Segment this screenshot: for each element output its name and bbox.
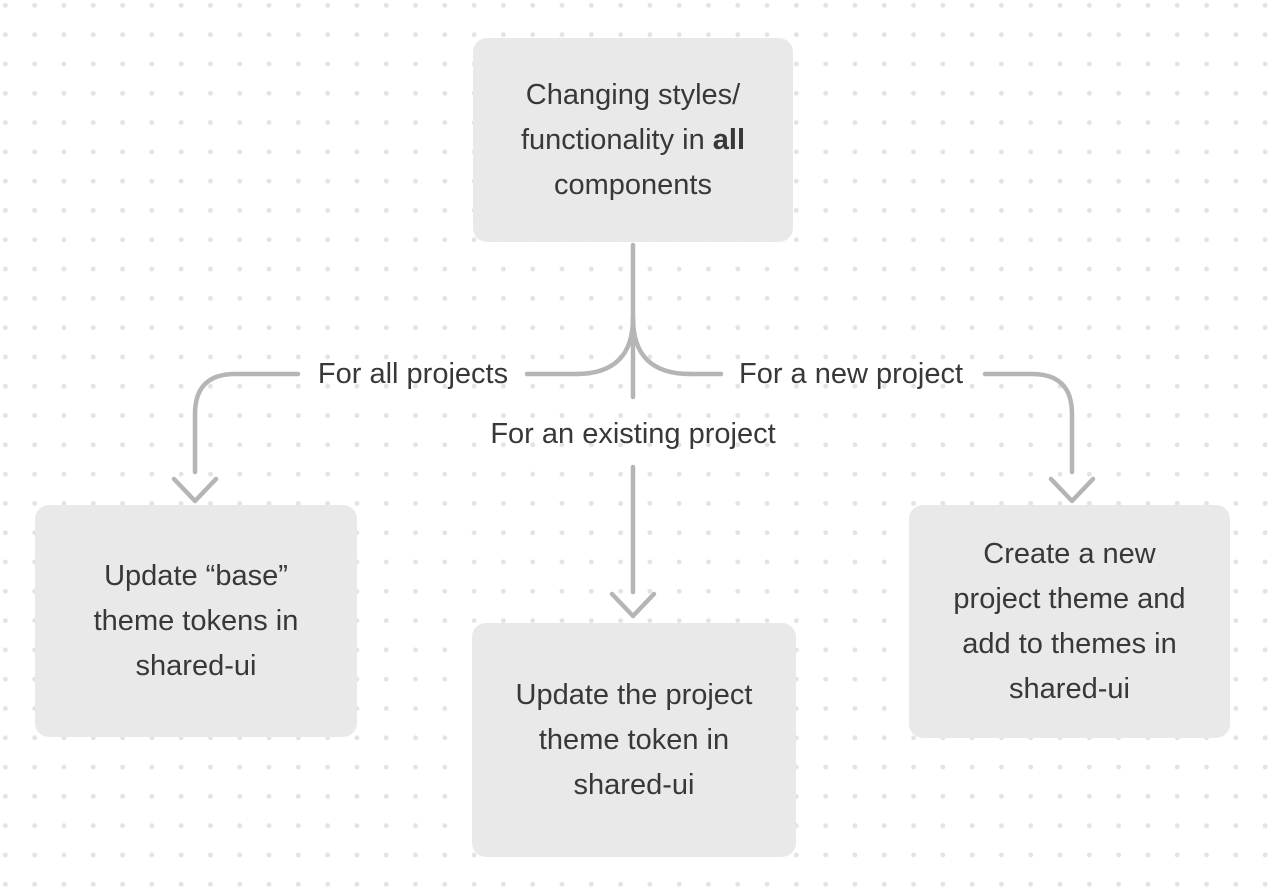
edge-label-new-project: For a new project [738, 358, 964, 390]
arrowhead-left [171, 476, 219, 504]
node-text-line: theme tokens in [93, 604, 299, 637]
edge-label-existing-project: For an existing project [490, 418, 776, 450]
node-text-line: functionality in all [521, 118, 745, 163]
connector-merge-left [573, 315, 636, 377]
arrowhead-right [1048, 476, 1096, 504]
arrowhead-middle [609, 591, 657, 619]
node-create-project-theme: Create a new project theme and add to th… [909, 505, 1230, 738]
connector-right-branch [982, 371, 1075, 475]
node-text-line: project theme and [953, 582, 1186, 615]
connector-merge-right [630, 315, 693, 377]
connector-left-branch [192, 371, 301, 475]
node-text-line: theme token in [538, 723, 730, 756]
node-text-span: functionality in [520, 123, 705, 156]
node-text-line: shared-ui [135, 649, 257, 682]
node-text-line: shared-ui [573, 768, 695, 801]
node-text-line: Update “base” [104, 559, 288, 592]
node-text-line: add to themes in [962, 627, 1177, 660]
node-changing-styles: Changing styles/ functionality in all co… [473, 38, 793, 242]
edge-label-all-projects: For all projects [317, 358, 509, 390]
node-update-base-tokens: Update “base” theme tokens in shared-ui [35, 505, 357, 737]
node-text-line: components [554, 168, 712, 201]
node-update-project-token: Update the project theme token in shared… [472, 623, 796, 857]
node-text-line: shared-ui [1009, 672, 1130, 705]
node-text-line: Create a new [983, 537, 1156, 570]
node-text-line: Changing styles/ [525, 78, 741, 111]
node-text-line: Update the project [515, 678, 753, 711]
node-text-bold: all [712, 123, 746, 156]
